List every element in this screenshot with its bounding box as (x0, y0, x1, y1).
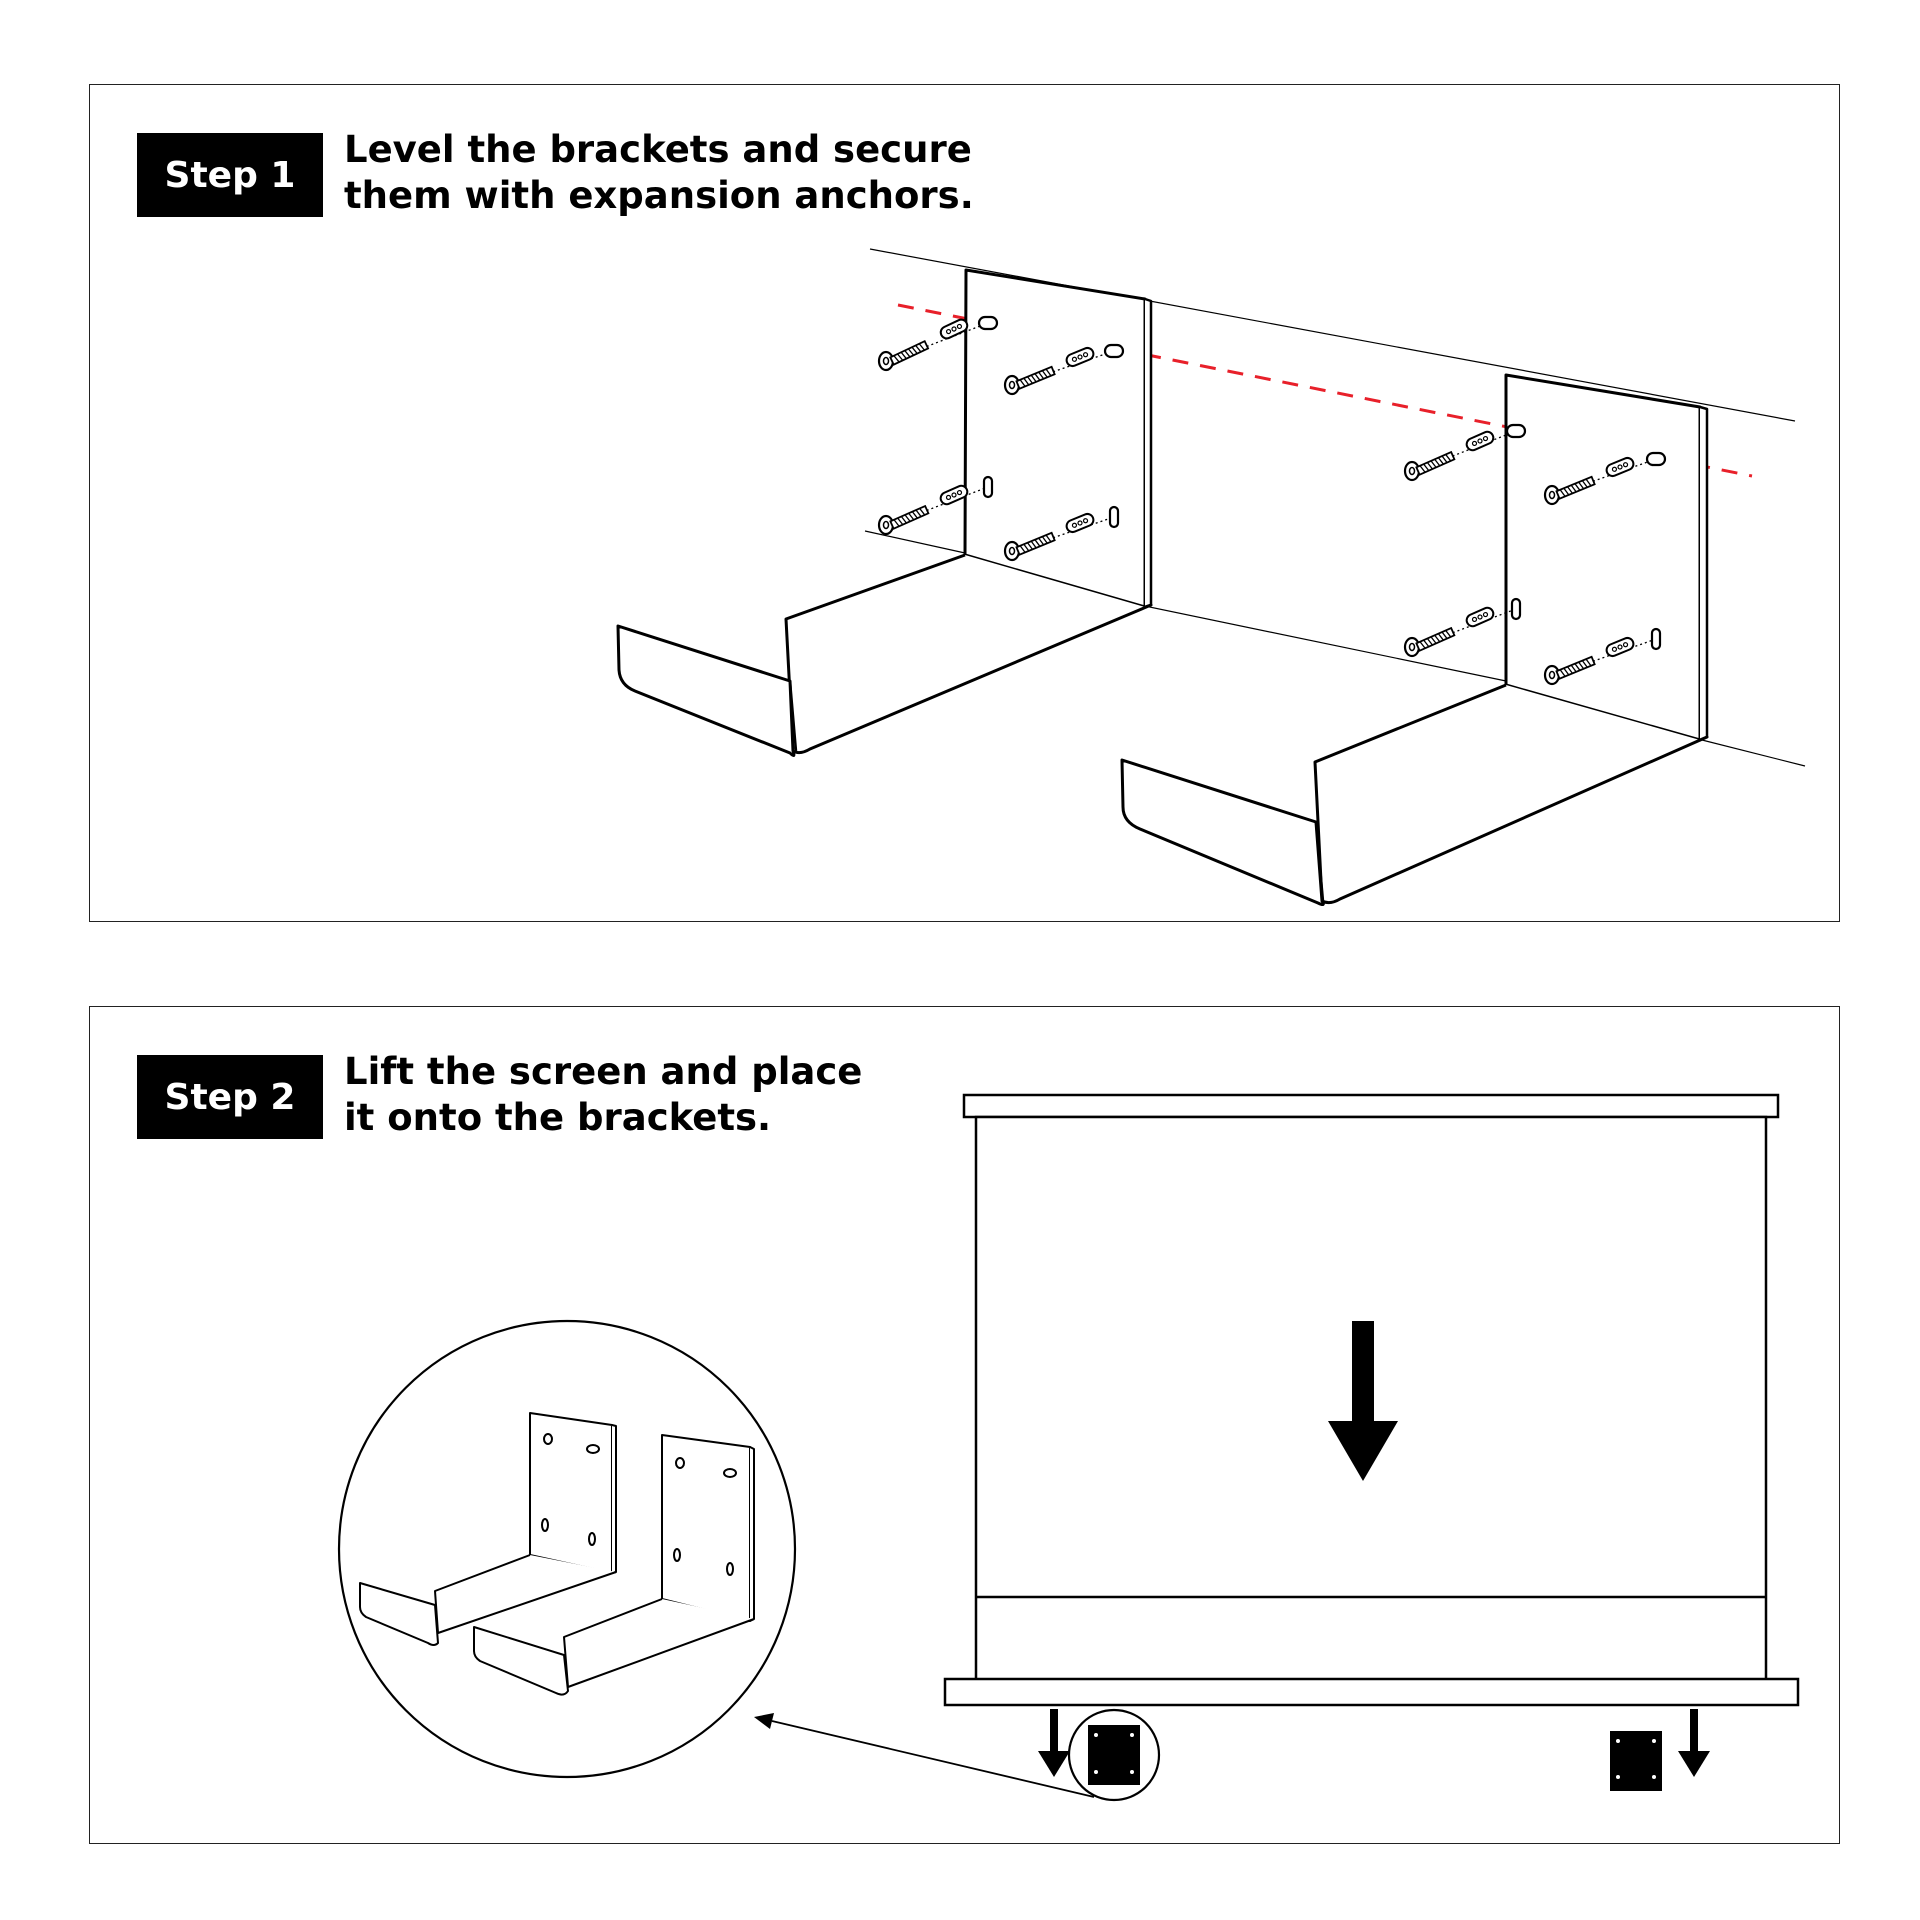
screen-top-rail (962, 1093, 1780, 1119)
step-1-instruction: Level the brackets and secure them with … (344, 127, 974, 219)
expansion-anchor-1 (1065, 346, 1095, 368)
detail-pointer-arrow (754, 1713, 1095, 1798)
down-arrow-icon (1328, 1321, 1398, 1481)
left-bracket (616, 268, 1153, 758)
step-2-line-2: it onto the brackets. (344, 1096, 772, 1139)
step-2-line-1: Lift the screen and place (344, 1050, 863, 1093)
screw-head-5 (1543, 484, 1561, 506)
screw-shaft-0 (889, 340, 930, 366)
left-down-arrow-icon (1038, 1709, 1070, 1777)
right-bracket-block (1610, 1731, 1662, 1791)
step-1-line-1: Level the brackets and secure (344, 128, 972, 171)
screw-shaft-7 (1555, 655, 1596, 680)
right-down-arrow-icon (1678, 1709, 1710, 1777)
screw-head-6 (1403, 636, 1421, 658)
step-1-label: Step 1 (164, 154, 296, 196)
wall-lines (864, 248, 1806, 767)
slot-hole-4 (1505, 423, 1527, 439)
screw-shaft-1 (1015, 365, 1056, 390)
screw-head-4 (1403, 460, 1421, 482)
expansion-anchor-0 (939, 318, 969, 340)
detail-bracket-left (359, 1412, 617, 1646)
guide-line-6 (1419, 608, 1517, 646)
screw-shaft-3 (1015, 531, 1056, 556)
slot-hole-0 (977, 315, 999, 331)
screw-head-3 (1003, 540, 1021, 562)
zoom-indicator-circle (1067, 1708, 1161, 1802)
screw-and-anchor-set (877, 315, 1667, 686)
slot-hole-2 (982, 475, 994, 499)
bracket-installation-illustration (616, 248, 1806, 907)
step-2-badge: Step 2 (137, 1055, 323, 1139)
right-bracket (1120, 373, 1709, 907)
step-2-panel: Step 2 Lift the screen and place it onto… (89, 1006, 1840, 1844)
slot-hole-3 (1108, 505, 1120, 529)
expansion-anchor-5 (1605, 456, 1635, 478)
step-2-label: Step 2 (164, 1076, 296, 1118)
screw-shaft-2 (889, 504, 930, 530)
slot-hole-1 (1103, 343, 1125, 359)
screw-shaft-6 (1415, 626, 1456, 652)
screw-shaft-4 (1415, 450, 1456, 476)
expansion-anchor-3 (1065, 512, 1095, 534)
step-1-line-2: them with expansion anchors. (344, 174, 974, 217)
left-bracket-block (1088, 1725, 1140, 1785)
detail-bracket-right (473, 1434, 755, 1696)
screw-head-1 (1003, 374, 1021, 396)
step-1-badge: Step 1 (137, 133, 323, 217)
expansion-anchor-4 (1465, 430, 1495, 452)
expansion-anchor-2 (939, 484, 969, 506)
screw-head-0 (877, 350, 895, 372)
slot-hole-6 (1510, 597, 1522, 621)
screw-head-7 (1543, 664, 1561, 686)
expansion-anchor-7 (1605, 636, 1635, 658)
screw-head-2 (877, 514, 895, 536)
step-1-panel: Step 1 Level the brackets and secure the… (89, 84, 1840, 922)
screen-mounting-illustration (337, 1093, 1800, 1802)
step-2-instruction: Lift the screen and place it onto the br… (344, 1049, 862, 1141)
expansion-anchor-6 (1465, 606, 1495, 628)
slot-hole-7 (1650, 627, 1662, 651)
guide-line-4 (1419, 430, 1517, 470)
screen-bottom-rail (943, 1677, 1800, 1707)
slot-hole-5 (1645, 451, 1667, 467)
screw-shaft-5 (1555, 475, 1596, 500)
